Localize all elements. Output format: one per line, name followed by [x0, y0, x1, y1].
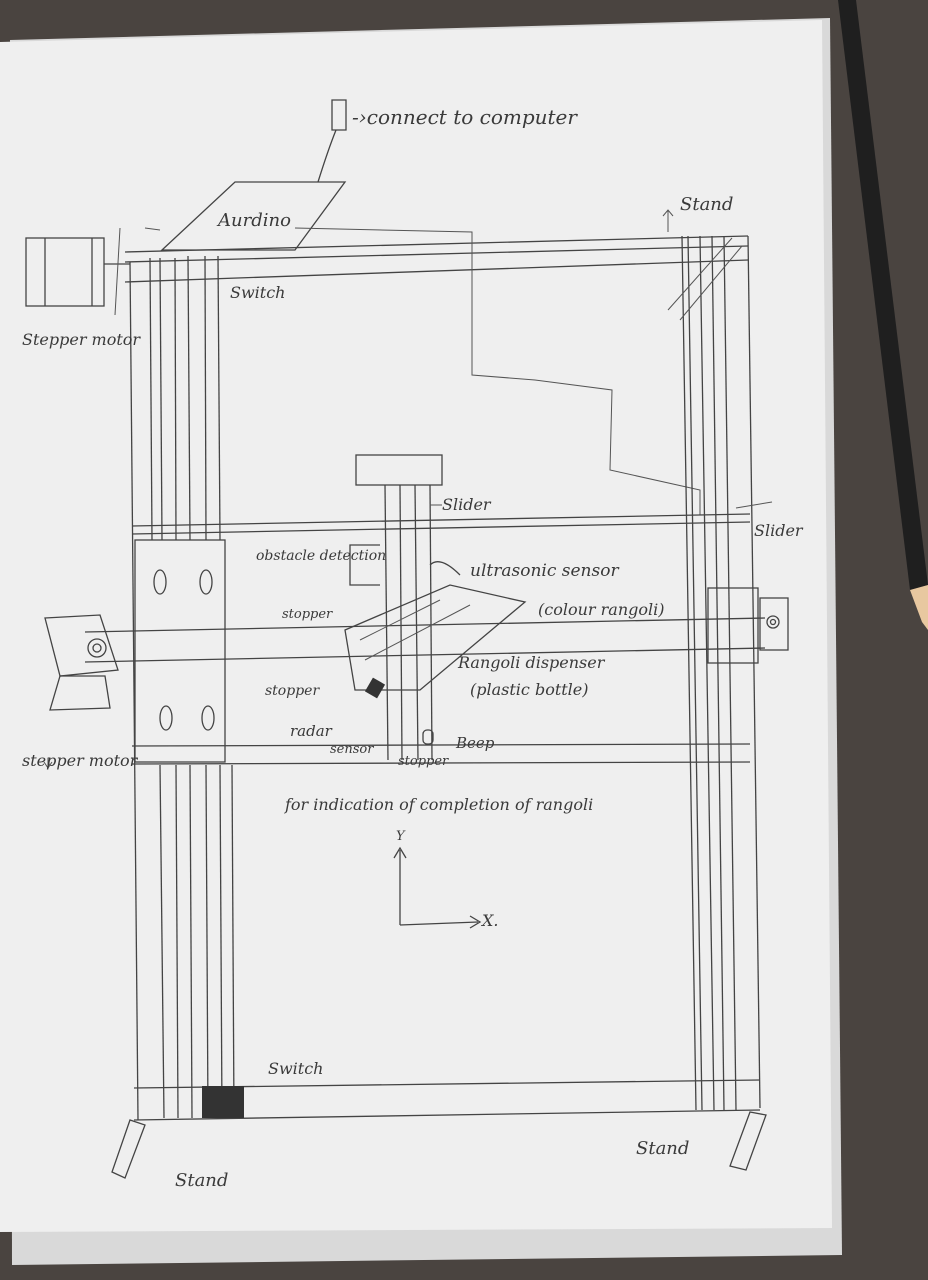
label-radar: radar — [290, 722, 333, 740]
label-beep: Beep — [455, 734, 495, 752]
label-sensor: sensor — [330, 742, 374, 757]
label-stopper-1: stopper — [282, 607, 333, 622]
label-ultrasonic: ultrasonic sensor — [470, 561, 619, 581]
label-dispenser-1: Rangoli dispenser — [457, 653, 606, 672]
label-stopper-3: stopper — [398, 754, 449, 769]
label-stand-bottom-left: Stand — [175, 1170, 228, 1191]
label-stand-bottom-right: Stand — [636, 1138, 689, 1159]
label-slider-1: Slider — [442, 495, 492, 514]
label-colour: (colour rangoli) — [538, 600, 664, 619]
label-connect: -›connect to computer — [352, 105, 578, 129]
label-stepper-top: Stepper motor — [22, 330, 141, 349]
label-stepper-bottom: stepper motor — [22, 751, 139, 770]
label-dispenser-2: (plastic bottle) — [470, 680, 589, 699]
label-axis-y: Y — [396, 829, 406, 844]
label-stopper-2: stopper — [265, 683, 320, 699]
label-axis-x: X. — [480, 911, 498, 930]
label-indication: for indication of completion of rangoli — [284, 795, 593, 814]
bottom-switch — [202, 1086, 244, 1118]
label-switch-top: Switch — [230, 283, 285, 302]
label-stand-top: Stand — [680, 194, 733, 215]
label-slider-2: Slider — [754, 521, 804, 540]
label-arduino: Aurdino — [216, 210, 291, 231]
label-switch-bottom: Switch — [268, 1059, 323, 1078]
label-obstacle: obstacle detection — [256, 548, 386, 564]
